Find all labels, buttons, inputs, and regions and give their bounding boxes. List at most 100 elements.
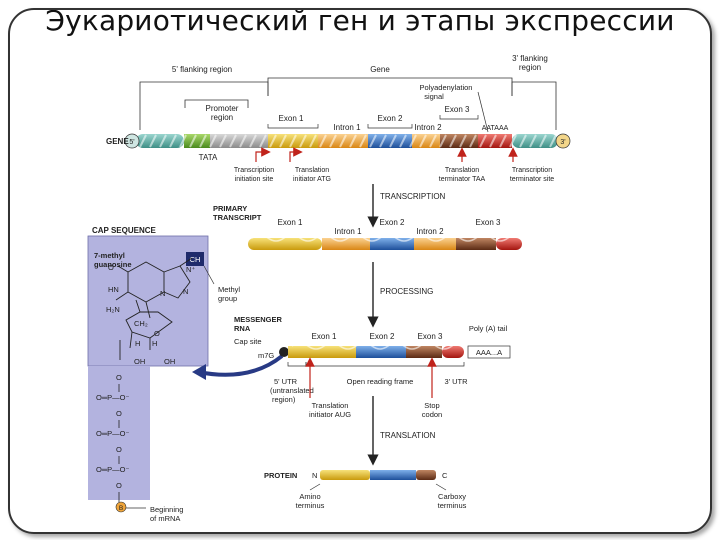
svg-text:N: N: [183, 287, 188, 296]
methyl-group-pointer: [203, 265, 215, 285]
amino-terminus-label-line2: terminus: [296, 501, 325, 510]
gene-label: Gene: [370, 65, 390, 74]
methyl-group-label-line2: group: [218, 294, 237, 303]
tx-init-label-line2: initiation site: [235, 176, 274, 183]
protein-strand: [320, 470, 436, 480]
primary-intron1-label: Intron 1: [334, 227, 362, 236]
methylguanosine-label-line2: guanosine: [94, 260, 132, 269]
promoter-label-line2: region: [211, 113, 233, 122]
gene-tag: GENE: [106, 137, 129, 146]
utr5-label-line1: 5' UTR: [274, 377, 298, 386]
tl-init-label-line1: Translation: [295, 167, 329, 174]
primary-transcript-label-line1: PRIMARY: [213, 204, 247, 213]
svg-text:N: N: [160, 289, 165, 298]
svg-text:H: H: [152, 339, 157, 348]
tata-label: TATA: [199, 153, 218, 162]
gene-aataaa-label: AATAAA: [482, 125, 509, 132]
gene-5prime-end: 5': [129, 139, 134, 146]
amino-terminus-label-line1: Amino: [299, 492, 320, 501]
gene-site-markers: [255, 147, 518, 162]
stop-codon-label-line2: codon: [422, 410, 442, 419]
carboxy-terminus-label-line2: terminus: [438, 501, 467, 510]
mrna-region-brackets: [287, 362, 465, 367]
svg-text:O: O: [154, 329, 160, 338]
carboxy-terminus-label-line1: Carboxy: [438, 492, 466, 501]
mrna-label-line1: MESSENGER: [234, 315, 283, 324]
utr5-label-line3: region): [272, 395, 296, 404]
svg-text:O: O: [116, 481, 122, 490]
gene-exon1-label: Exon 1: [279, 114, 304, 123]
polya-signal-label-line1: Polyadenylation: [420, 83, 473, 92]
mrna-strand: [279, 342, 464, 358]
primary-intron2-label: Intron 2: [416, 227, 444, 236]
protein-label: PROTEIN: [264, 471, 297, 480]
polya-signal-label-line2: signal: [424, 92, 444, 101]
m7g-label: m7G: [258, 351, 274, 360]
processing-step-label: PROCESSING: [380, 287, 433, 296]
gene-region-brackets: [267, 115, 479, 129]
svg-text:H₂N: H₂N: [106, 305, 120, 314]
stop-codon-label-line1: Stop: [424, 401, 439, 410]
guanine-ring-structure: [115, 257, 193, 360]
cap-sequence-header: CAP SEQUENCE: [92, 226, 157, 235]
svg-text:O═P—O⁻: O═P—O⁻: [96, 393, 129, 402]
carboxy-terminus-pointer: [435, 483, 447, 491]
primary-exon3-label: Exon 3: [476, 218, 501, 227]
ch3-label: CH: [190, 255, 201, 264]
flank3-label-line2: region: [519, 63, 541, 72]
protein-n-terminus: N: [312, 471, 317, 480]
promoter-label-line1: Promoter: [206, 104, 239, 113]
mrna-label-line2: RNA: [234, 324, 251, 333]
primary-transcript-label-line2: TRANSCRIPT: [213, 213, 262, 222]
utr3-label: 3' UTR: [444, 377, 468, 386]
primary-exon2-label: Exon 2: [380, 218, 405, 227]
tx-term-label-line1: Transcription: [512, 167, 552, 174]
cap-site-arrow: [197, 354, 284, 377]
gene-brackets: [139, 77, 557, 130]
gene-exon3-label: Exon 3: [445, 105, 470, 114]
tx-term-label-line2: terminator site: [510, 176, 554, 183]
gene-intron2-label: Intron 2: [414, 123, 442, 132]
svg-text:O═P—O⁻: O═P—O⁻: [96, 465, 129, 474]
mrna-tl-init-label-line2: initiator AUG: [309, 410, 351, 419]
tl-term-label-line2: terminator TAA: [439, 176, 486, 183]
mrna-exon3-label: Exon 3: [418, 332, 443, 341]
svg-text:O: O: [116, 373, 122, 382]
amino-terminus-pointer: [309, 483, 321, 491]
svg-text:O: O: [108, 263, 114, 272]
flank5-label: 5' flanking region: [172, 65, 232, 74]
primary-transcript-strand: [248, 234, 522, 250]
tl-term-label-line1: Translation: [445, 167, 479, 174]
gene-3prime-end: 3': [560, 139, 565, 146]
orf-label: Open reading frame: [347, 377, 414, 386]
svg-text:HN: HN: [108, 285, 119, 294]
svg-text:O: O: [116, 445, 122, 454]
dna-double-helix: [124, 133, 571, 149]
gene-intron1-label: Intron 1: [333, 123, 361, 132]
primary-exon1-label: Exon 1: [278, 218, 303, 227]
mrna-site-markers: [305, 357, 437, 398]
svg-text:O═P—O⁻: O═P—O⁻: [96, 429, 129, 438]
slide-frame: [8, 8, 712, 534]
translation-step-label: TRANSLATION: [380, 431, 436, 440]
svg-text:O: O: [116, 409, 122, 418]
base-b-label: B: [119, 505, 123, 512]
polya-tail-box: [467, 345, 511, 359]
mrna-tl-init-label-line1: Translation: [312, 401, 349, 410]
transcription-step-label: TRANSCRIPTION: [380, 192, 446, 201]
svg-text:OH: OH: [164, 357, 175, 366]
svg-text:OH: OH: [134, 357, 145, 366]
cap-site-label: Cap site: [234, 337, 262, 346]
svg-text:CH₂: CH₂: [134, 319, 148, 328]
phosphate-backbone: O O═P—O⁻ O O═P—O⁻ O O═P—O⁻ O: [96, 373, 129, 490]
cap-site-arrow-head: [192, 364, 206, 380]
mrna-exon2-label: Exon 2: [370, 332, 395, 341]
ch3-badge: [186, 252, 204, 266]
svg-text:H: H: [135, 339, 140, 348]
utr5-label-line2: (untranslated: [270, 386, 314, 395]
tl-init-label-line2: initiator ATG: [293, 176, 331, 183]
gene-exon2-label: Exon 2: [378, 114, 403, 123]
methyl-group-label-line1: Methyl: [218, 285, 240, 294]
